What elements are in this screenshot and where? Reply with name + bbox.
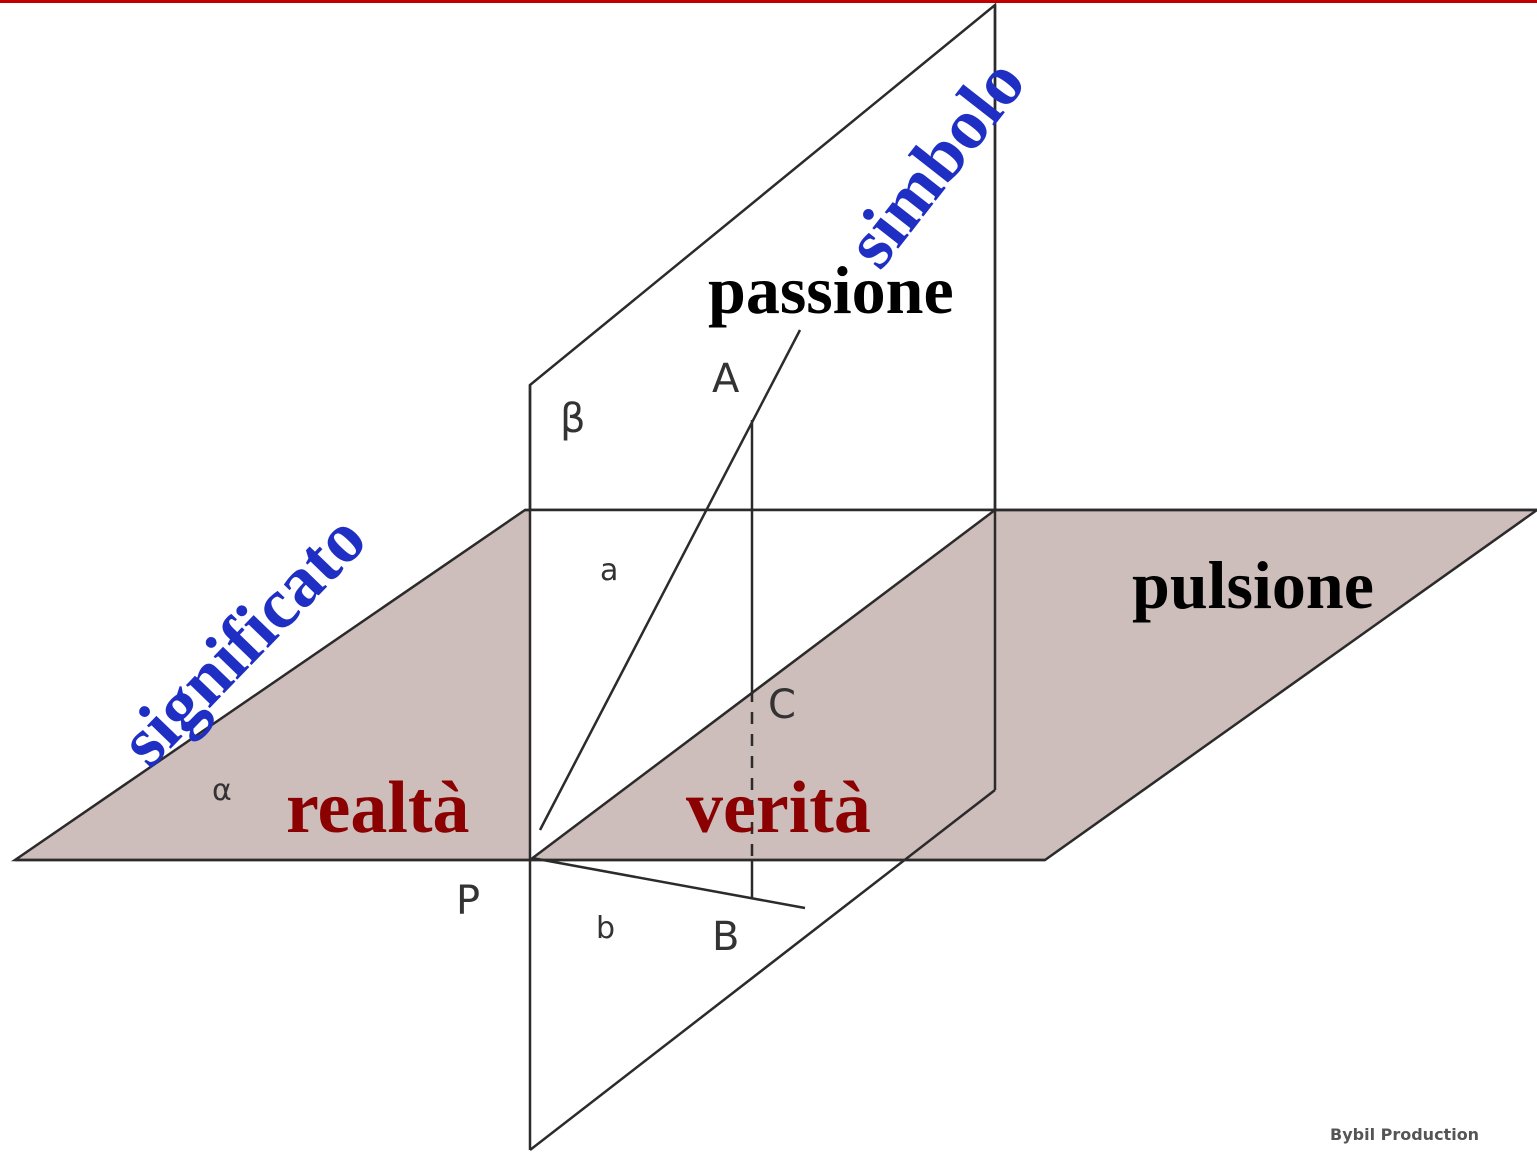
beta-diagonal-bottom <box>529 789 996 1151</box>
label-realta: realtà <box>286 767 470 849</box>
plane-beta-letter: β <box>560 396 586 442</box>
label-verita: verità <box>686 767 871 849</box>
label-pulsione: pulsione <box>1132 547 1374 623</box>
line-a <box>538 329 802 831</box>
point-p-label: P <box>456 878 480 924</box>
point-a-label: A <box>712 356 740 402</box>
beta-diagonal-lower <box>529 509 996 861</box>
line-b <box>531 856 806 910</box>
credit-text: Bybil Production <box>1330 1125 1479 1144</box>
line-b-label: b <box>596 911 615 946</box>
point-c-label: C <box>768 682 796 728</box>
label-simbolo: simbolo <box>830 43 1041 281</box>
point-b-label: B <box>712 914 739 960</box>
plane-alpha-letter: α <box>212 773 232 808</box>
top-accent-bar <box>0 0 1537 3</box>
label-passione: passione <box>708 252 954 328</box>
line-a-label: a <box>600 553 618 588</box>
